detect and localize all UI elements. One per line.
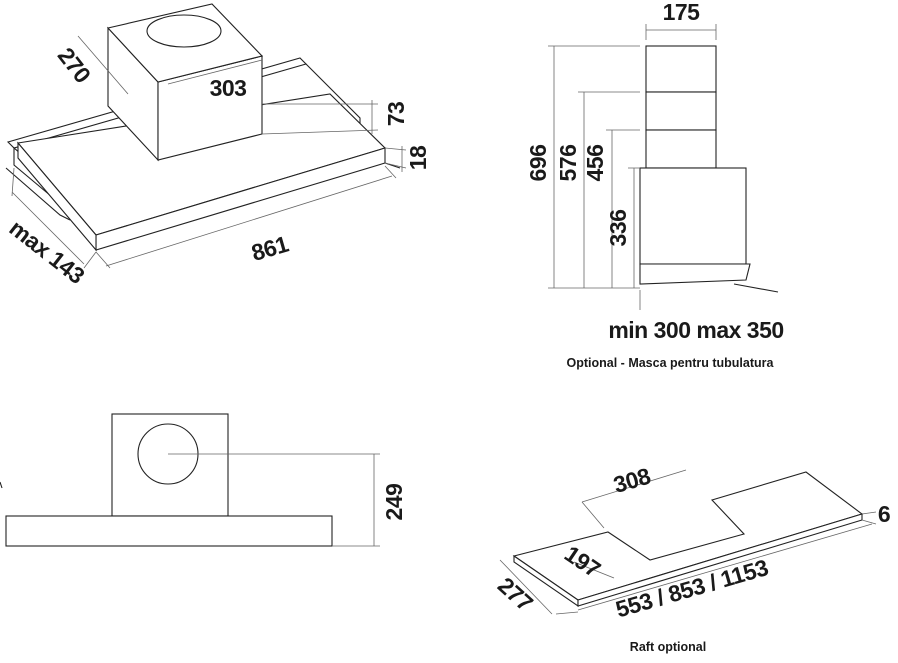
side-depth-range-label: min 300 max 350 <box>608 317 783 343</box>
side-height-696-label: 696 <box>525 145 551 182</box>
shelf-caption: Raft optional <box>630 640 706 654</box>
side-caption: Optional - Masca pentru tubulatura <box>567 356 775 370</box>
side-height-336-label: 336 <box>605 210 631 247</box>
shelf-cutout-width-label: 308 <box>610 463 653 498</box>
front-view <box>0 413 380 547</box>
shelf-thickness-label: 6 <box>878 501 890 527</box>
front-height-label: 249 <box>381 484 407 521</box>
iso-height-body-label: 73 <box>383 102 409 127</box>
iso-width-duct-label: 303 <box>210 75 247 101</box>
shelf-depth-label: 277 <box>493 572 538 616</box>
side-height-576-label: 576 <box>555 145 581 182</box>
side-width-duct-label: 175 <box>663 0 701 25</box>
iso-width-total-label: 861 <box>248 231 291 266</box>
side-height-456-label: 456 <box>582 145 608 182</box>
shelf-view <box>499 469 877 615</box>
iso-height-lip-label: 18 <box>405 145 431 170</box>
isometric-view <box>5 3 407 269</box>
side-view <box>548 24 779 310</box>
